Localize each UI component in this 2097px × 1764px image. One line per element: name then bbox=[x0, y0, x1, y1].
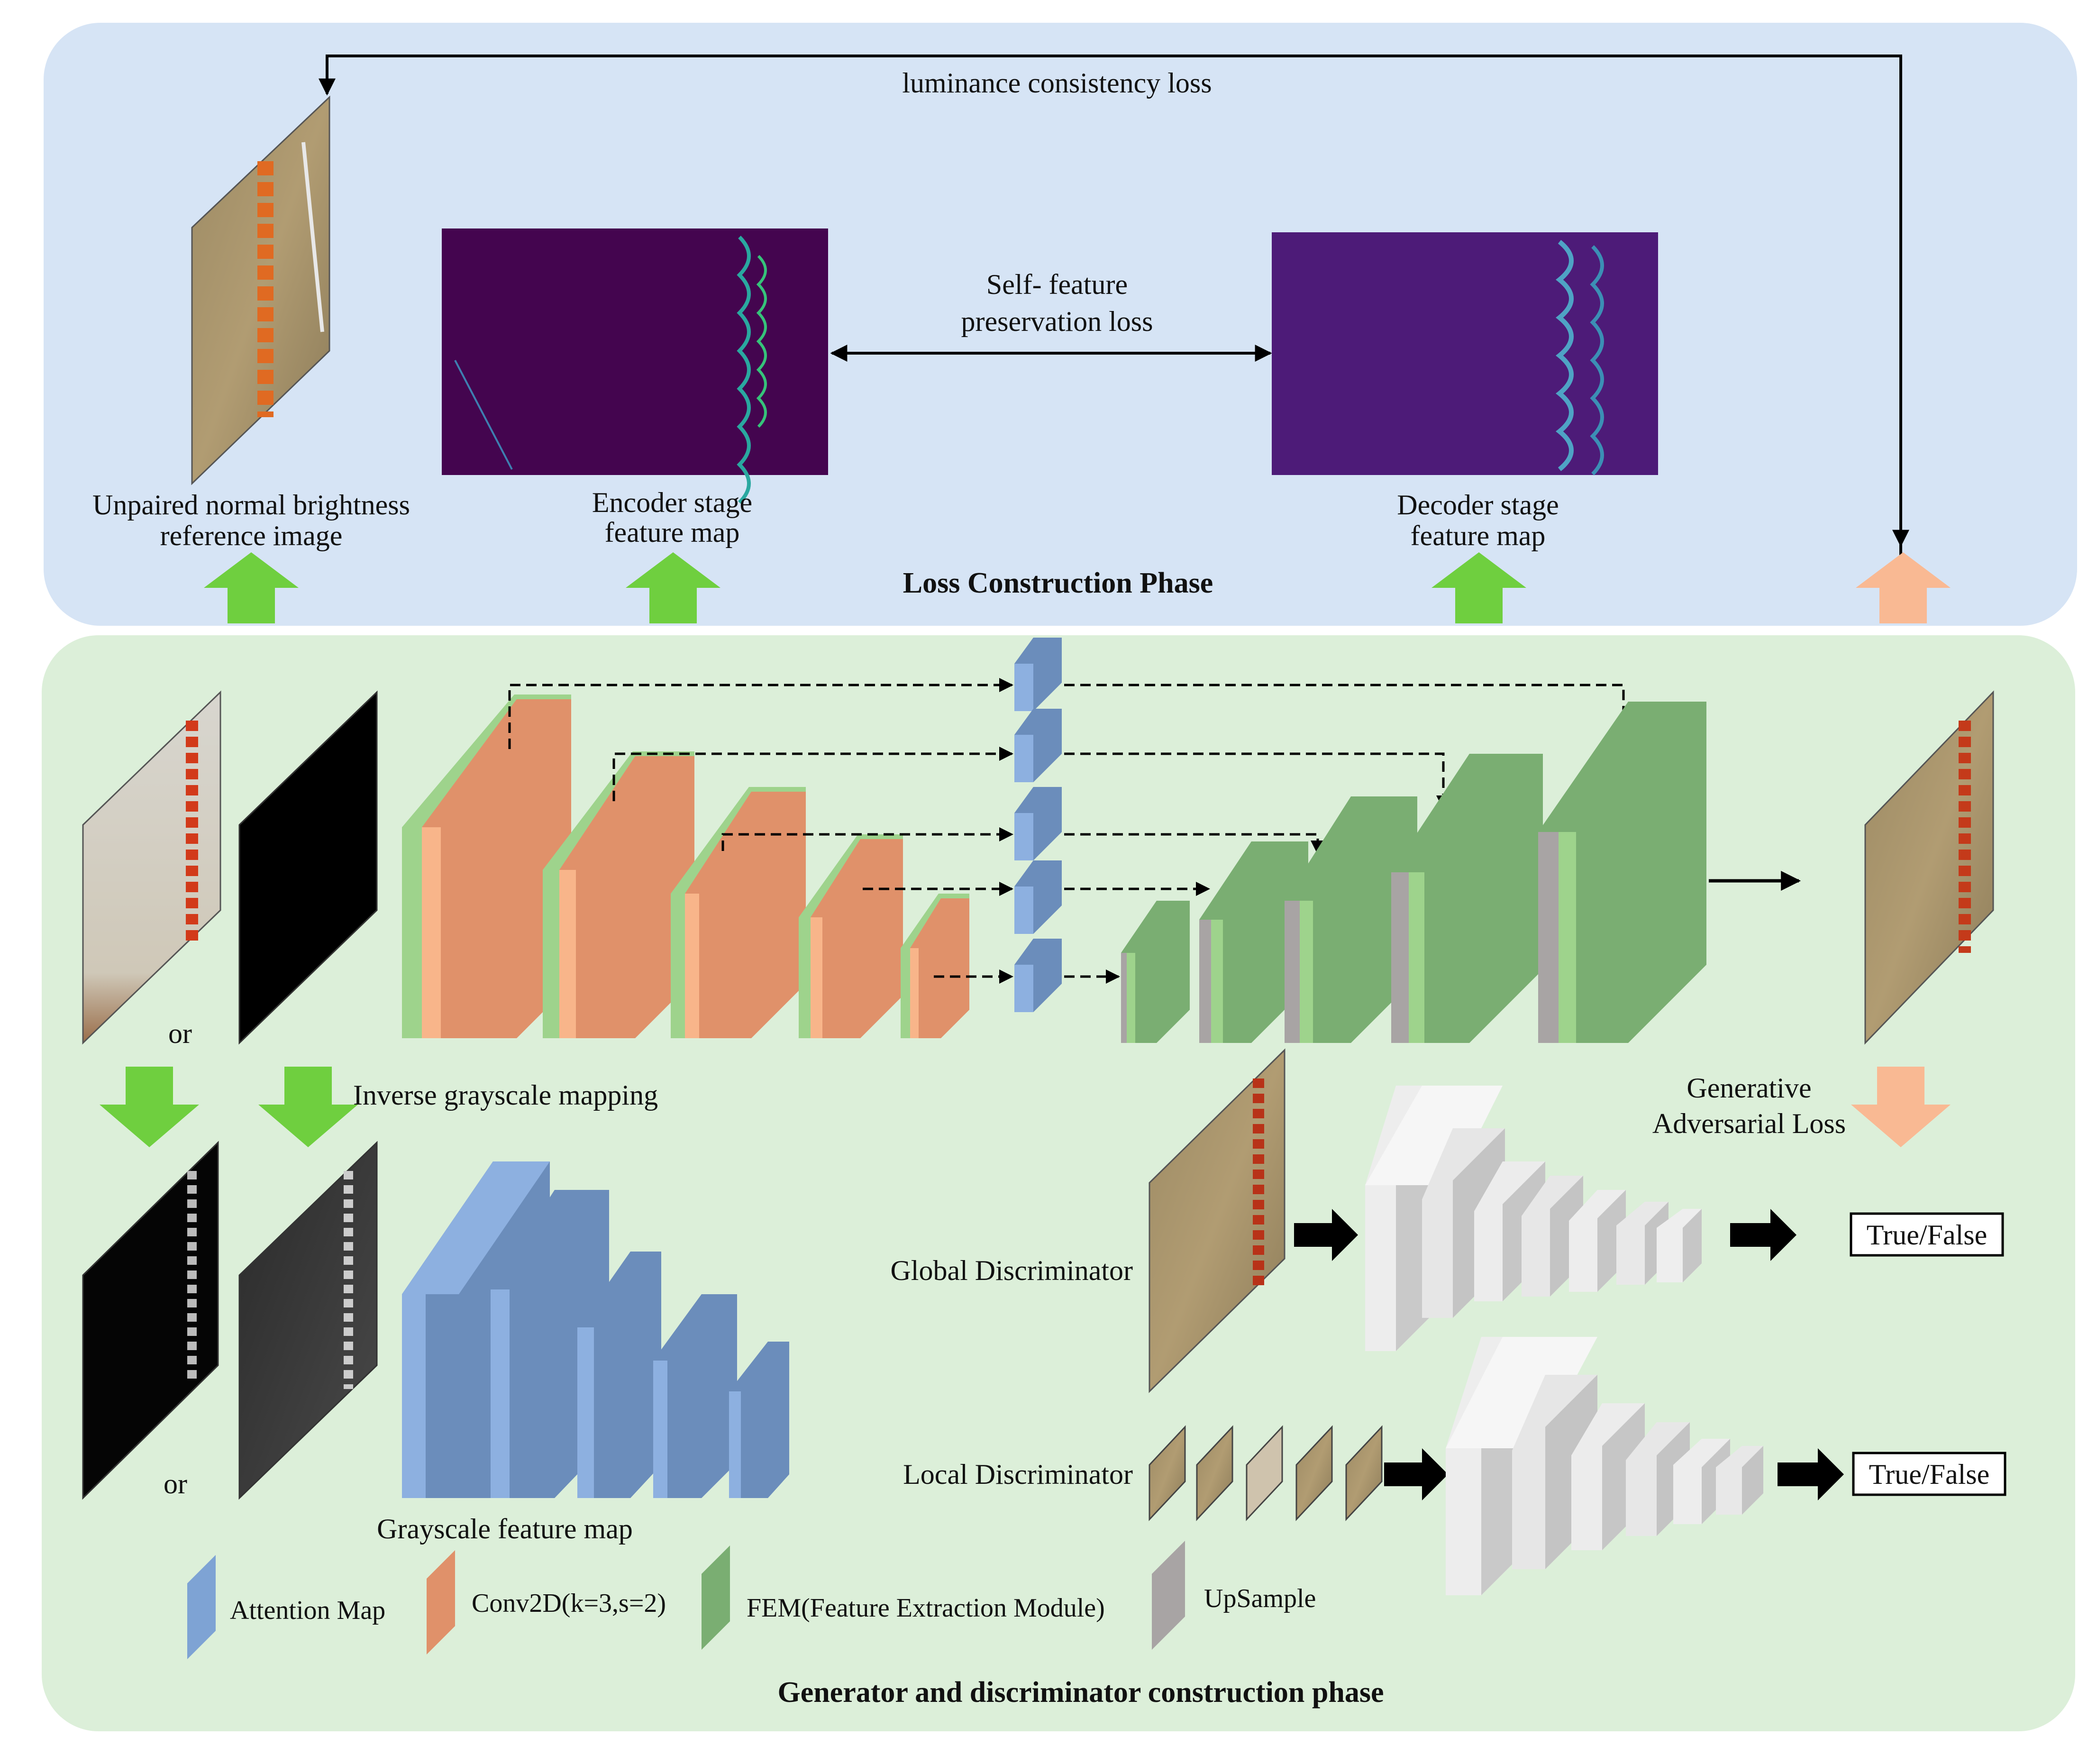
gan-loss-line2: Adversarial Loss bbox=[1652, 1108, 1846, 1139]
global-disc-image bbox=[1149, 1048, 1286, 1393]
grayscale-map-label: Grayscale feature map bbox=[377, 1513, 633, 1545]
local-disc-label: Local Discriminator bbox=[903, 1459, 1133, 1490]
output-image bbox=[1864, 690, 1994, 1045]
attention-gates bbox=[1014, 638, 1062, 1012]
global-disc-network bbox=[1365, 1086, 1702, 1351]
grayscale-image-texture bbox=[238, 1141, 378, 1500]
legend: Attention Map Conv2D(k=3,s=2) FEM(Featur… bbox=[187, 1541, 1316, 1659]
legend-attention-label: Attention Map bbox=[230, 1596, 385, 1625]
global-disc-arrow-out bbox=[1730, 1209, 1796, 1261]
or-label-top: or bbox=[168, 1018, 192, 1049]
grayscale-image-dark bbox=[82, 1141, 219, 1500]
decoder-label-line2: feature map bbox=[1411, 520, 1546, 551]
legend-upsample bbox=[1152, 1541, 1185, 1650]
down-arrow-gan bbox=[1851, 1067, 1951, 1147]
global-true-false-label: True/False bbox=[1867, 1219, 1987, 1251]
luminance-loss-label: luminance consistency loss bbox=[902, 67, 1212, 99]
up-arrow-decoder bbox=[1431, 552, 1526, 623]
legend-conv-label: Conv2D(k=3,s=2) bbox=[472, 1589, 666, 1618]
legend-fem-label: FEM(Feature Extraction Module) bbox=[747, 1593, 1105, 1623]
legend-upsample-label: UpSample bbox=[1204, 1584, 1316, 1613]
legend-attention bbox=[187, 1555, 216, 1659]
encoder-label-line1: Encoder stage bbox=[592, 487, 752, 518]
local-disc-arrow-in bbox=[1384, 1448, 1448, 1500]
input-image-dark bbox=[238, 690, 378, 1045]
legend-fem bbox=[702, 1545, 730, 1650]
reference-label-line2: reference image bbox=[160, 520, 343, 551]
encoder-layers bbox=[402, 695, 969, 1038]
local-disc-patches bbox=[1149, 1425, 1383, 1521]
or-label-bottom: or bbox=[164, 1468, 187, 1499]
gan-loss-line1: Generative bbox=[1687, 1072, 1811, 1104]
local-disc-network bbox=[1446, 1337, 1763, 1595]
attention-stack bbox=[402, 1161, 789, 1498]
inverse-mapping-label: Inverse grayscale mapping bbox=[353, 1079, 658, 1111]
self-feature-label-line1: Self- feature bbox=[986, 269, 1128, 300]
global-disc-label: Global Discriminator bbox=[890, 1255, 1133, 1286]
legend-conv bbox=[427, 1550, 455, 1654]
local-true-false-box bbox=[1852, 1452, 2006, 1496]
encoder-label-line2: feature map bbox=[605, 517, 740, 548]
encoder-feature-map bbox=[442, 228, 828, 504]
down-arrow-right bbox=[258, 1067, 358, 1147]
local-true-false-label: True/False bbox=[1869, 1459, 1989, 1490]
generator-phase-title: Generator and discriminator construction… bbox=[777, 1676, 1384, 1709]
up-arrow-gan bbox=[1856, 552, 1951, 623]
decoder-layers bbox=[1121, 702, 1706, 1043]
reference-image bbox=[191, 95, 330, 485]
input-image-light bbox=[82, 690, 221, 1045]
global-disc-arrow-in bbox=[1294, 1209, 1358, 1261]
up-arrow-encoder bbox=[626, 552, 720, 623]
up-arrow-reference bbox=[204, 552, 299, 623]
loss-phase-title: Loss Construction Phase bbox=[903, 567, 1213, 599]
global-true-false-box bbox=[1850, 1212, 2004, 1257]
self-feature-label-line2: preservation loss bbox=[961, 306, 1153, 337]
decoder-label-line1: Decoder stage bbox=[1397, 489, 1559, 521]
reference-label-line1: Unpaired normal brightness bbox=[92, 489, 410, 521]
down-arrow-left bbox=[100, 1067, 199, 1147]
decoder-feature-map bbox=[1272, 232, 1658, 475]
local-disc-arrow-out bbox=[1778, 1448, 1844, 1500]
